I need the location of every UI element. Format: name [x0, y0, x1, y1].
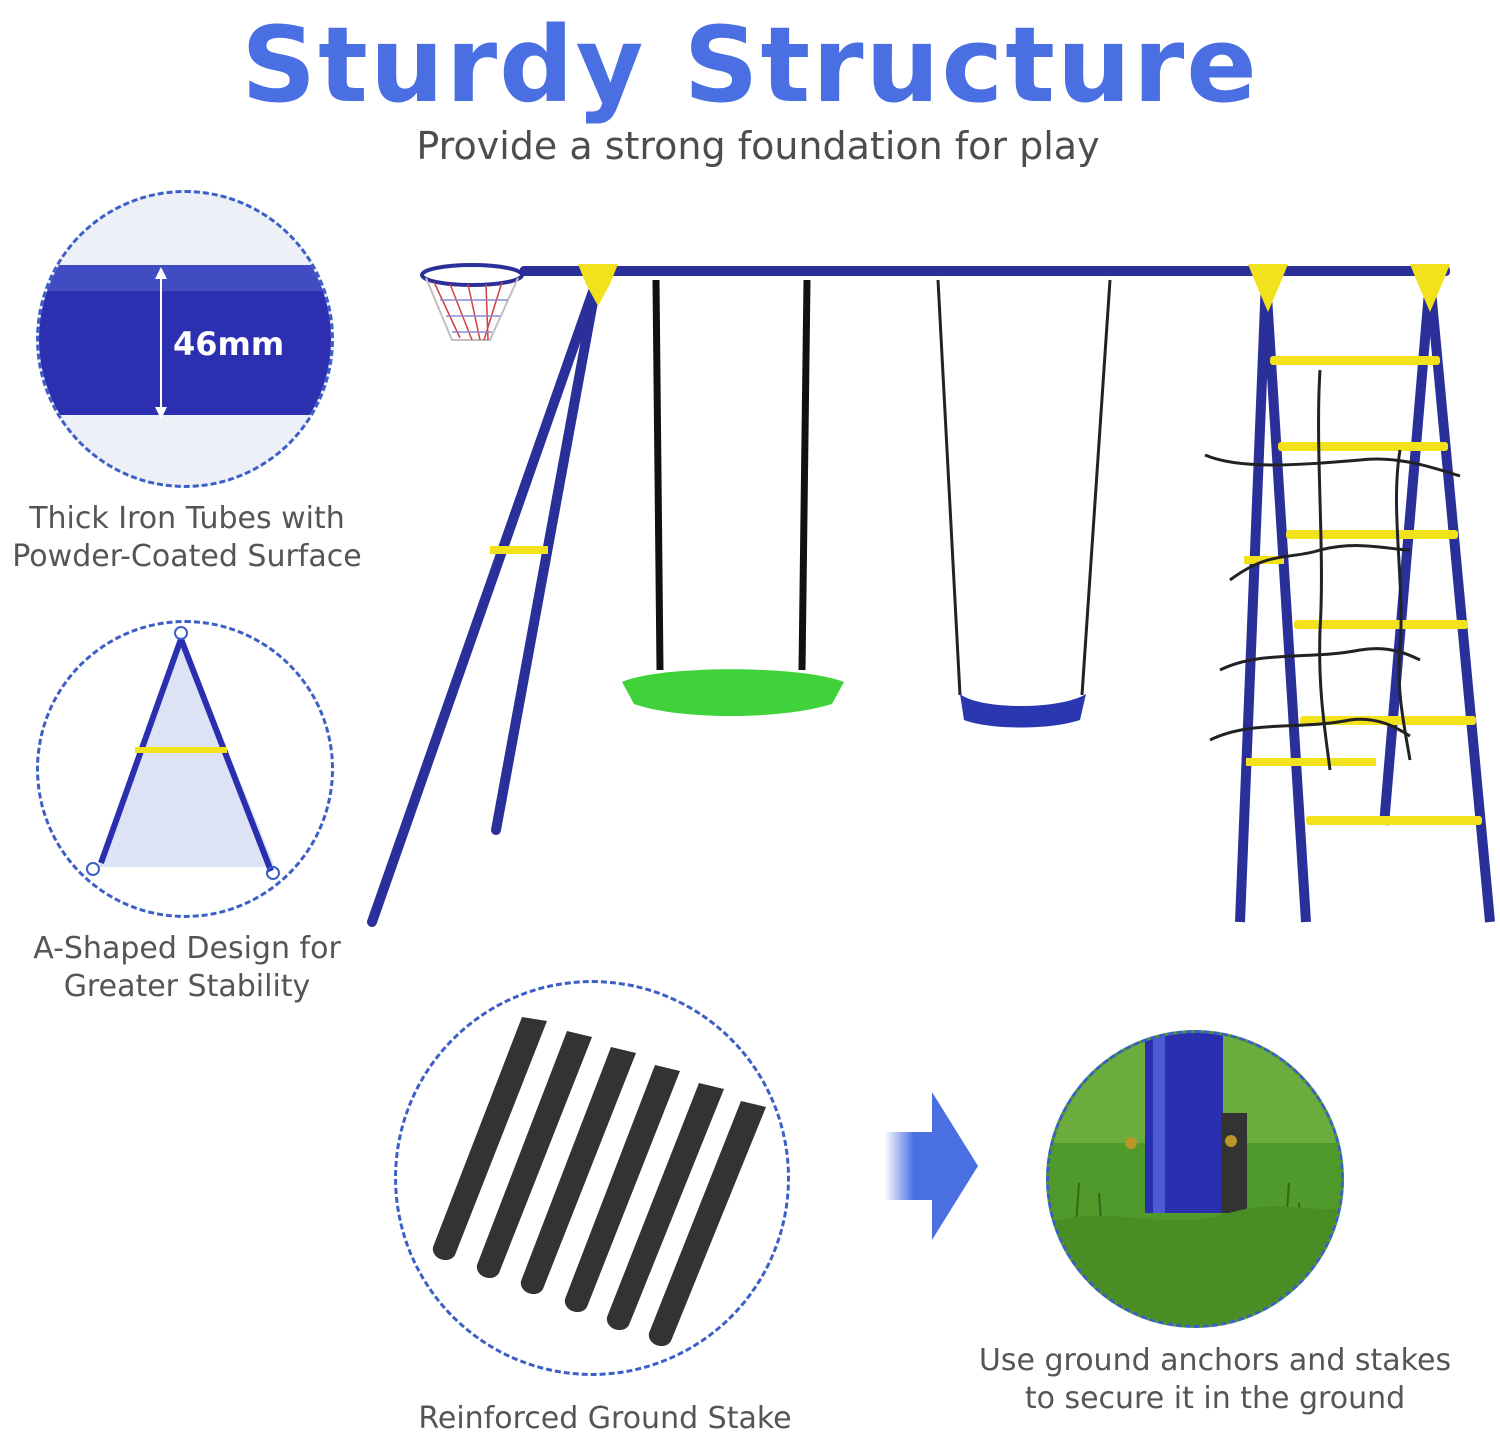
- tube-measurement-label: 46mm: [173, 325, 285, 363]
- stake-caption: Reinforced Ground Stake: [418, 1401, 792, 1436]
- ground-anchor-caption-line2: to secure it in the ground: [1024, 1381, 1406, 1416]
- a-frame-caption: A-Shaped Design for Greater Stability: [0, 930, 374, 1006]
- swing-set-illustration: [360, 250, 1500, 940]
- tube-detail-circle: 46mm: [36, 190, 334, 488]
- ground-anchor-caption-line1: Use ground anchors and stakes: [978, 1343, 1452, 1378]
- a-frame-caption-line1: A-Shaped Design for: [33, 931, 341, 966]
- belt-swing: [936, 279, 1112, 728]
- saucer-swing: [622, 279, 844, 716]
- page-subtitle: Provide a strong foundation for play: [416, 124, 1100, 168]
- a-frame-caption-line2: Greater Stability: [63, 969, 311, 1004]
- ground-stakes: [432, 1017, 766, 1347]
- a-frame-detail-circle: [36, 620, 334, 918]
- page-title: Sturdy Structure: [241, 4, 1259, 126]
- basketball-hoop: [420, 263, 524, 341]
- ground-anchor-caption: Use ground anchors and stakes to secure …: [960, 1342, 1470, 1418]
- tube-caption-line2: Powder-Coated Surface: [12, 539, 362, 574]
- tube-caption: Thick Iron Tubes with Powder-Coated Surf…: [0, 500, 374, 576]
- tube-caption-line1: Thick Iron Tubes with: [29, 501, 345, 536]
- stake-detail-circle: [394, 980, 790, 1376]
- arrow-right-icon: [884, 1092, 980, 1240]
- ladder-frame: [1204, 264, 1495, 923]
- top-beam: [520, 266, 1450, 276]
- ground-anchor-circle: [1046, 1030, 1344, 1328]
- left-a-frame: [367, 264, 618, 927]
